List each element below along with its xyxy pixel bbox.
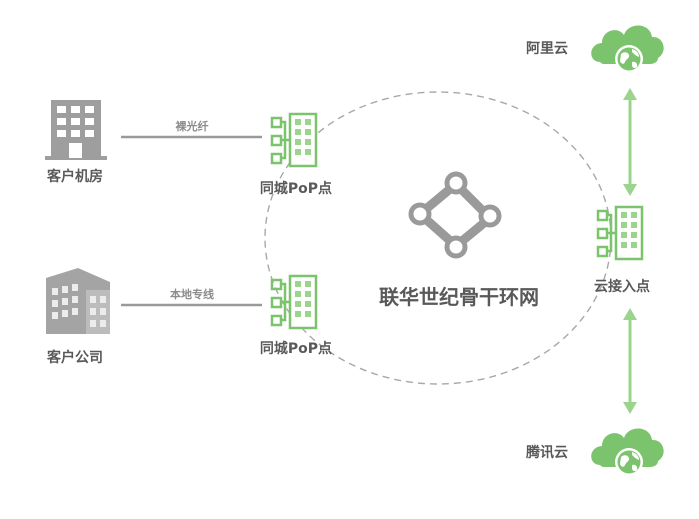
arrow-tencent-access [623,308,637,414]
customer-office-label: 客户公司 [46,349,103,366]
arrow-aliyun-access [623,88,637,196]
local-line-label: 本地专线 [170,287,214,301]
backbone-label: 联华世纪骨干环网 [379,285,539,309]
pop-top-label: 同城PoP点 [260,180,332,197]
bare-fiber-label: 裸光纤 [176,119,209,133]
pop-node-icon-bottom [270,274,318,330]
pop-node-icon-top [270,112,318,168]
office-building-icon [46,268,110,334]
building-icon [45,100,107,160]
cloud-globe-icon-aliyun [591,25,664,73]
cloud-globe-icon-tencent [591,428,664,476]
pop-bottom-label: 同城PoP点 [260,340,332,357]
backbone-ring-icon [408,171,502,259]
aliyun-label: 阿里云 [526,41,568,57]
customer-room-label: 客户机房 [46,168,103,185]
cloud-access-label: 云接入点 [594,278,650,295]
tencent-label: 腾讯云 [526,444,568,461]
cloud-access-node-icon [596,205,644,261]
